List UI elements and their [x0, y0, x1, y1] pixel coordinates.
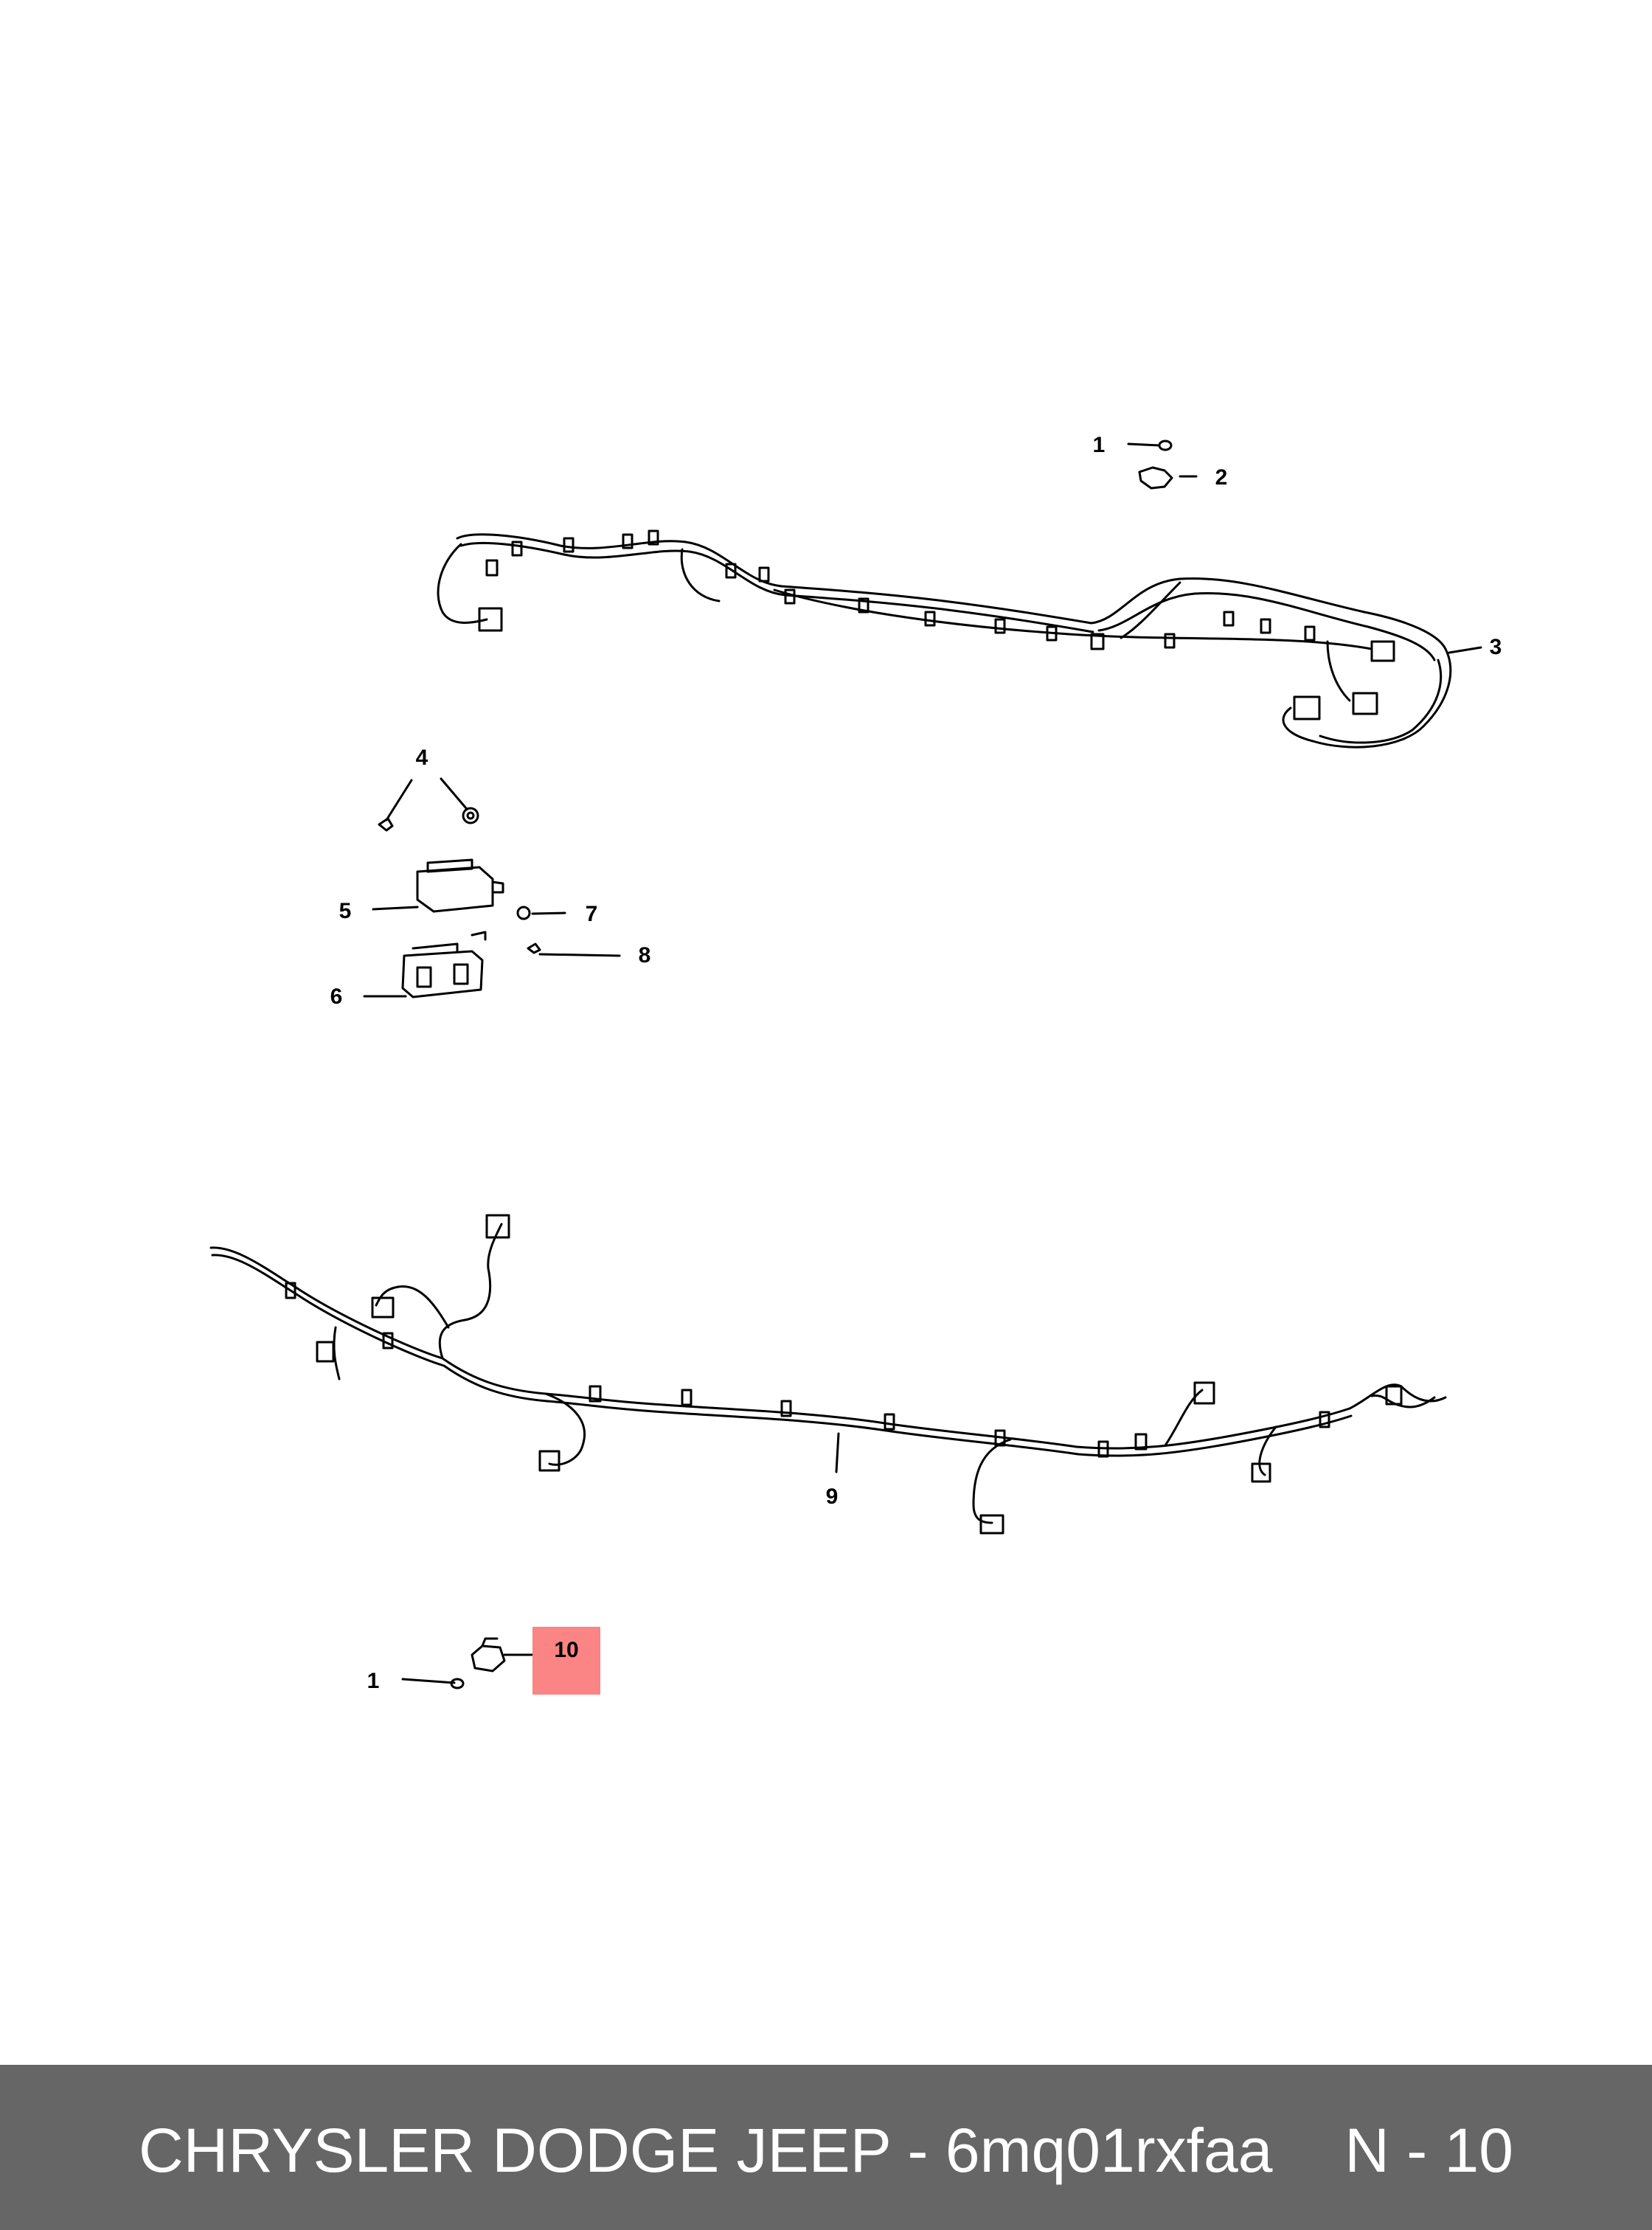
part-6-bracket: [363, 931, 487, 998]
callout-2: 2: [1215, 465, 1228, 490]
part-7-nut: [516, 906, 566, 920]
callout-10-highlight: 10: [532, 1627, 600, 1695]
part-8-screw: [527, 942, 621, 957]
callout-9: 9: [825, 1484, 839, 1509]
part-4-fasteners: [378, 777, 479, 832]
part-10-clip: [471, 1637, 534, 1672]
callout-3: 3: [1489, 635, 1502, 659]
parts-diagram: [209, 440, 1482, 1689]
footer-page-number: N - 10: [1344, 2116, 1513, 2185]
callout-10: 10: [554, 1638, 579, 1662]
part-5-module: [372, 858, 504, 913]
part-3-wiring-harness-upper: [437, 529, 1482, 748]
part-1-pin-bottom: [401, 1678, 465, 1689]
footer-title: CHRYSLER DODGE JEEP - 6mq01rxfaa: [139, 2116, 1273, 2185]
callout-7: 7: [585, 902, 598, 926]
part-9-wiring-harness-lower: [209, 1214, 1447, 1535]
part-2-clip: [1138, 466, 1198, 490]
part-1-pin-top: [1127, 440, 1173, 451]
callout-1-top: 1: [1092, 433, 1106, 457]
footer-bar: CHRYSLER DODGE JEEP - 6mq01rxfaa N - 10: [0, 2065, 1652, 2230]
callout-5: 5: [339, 899, 352, 923]
callout-6: 6: [330, 984, 343, 1009]
callout-8: 8: [638, 943, 651, 968]
callout-4: 4: [415, 746, 428, 770]
callout-1-bottom: 1: [367, 1669, 380, 1693]
